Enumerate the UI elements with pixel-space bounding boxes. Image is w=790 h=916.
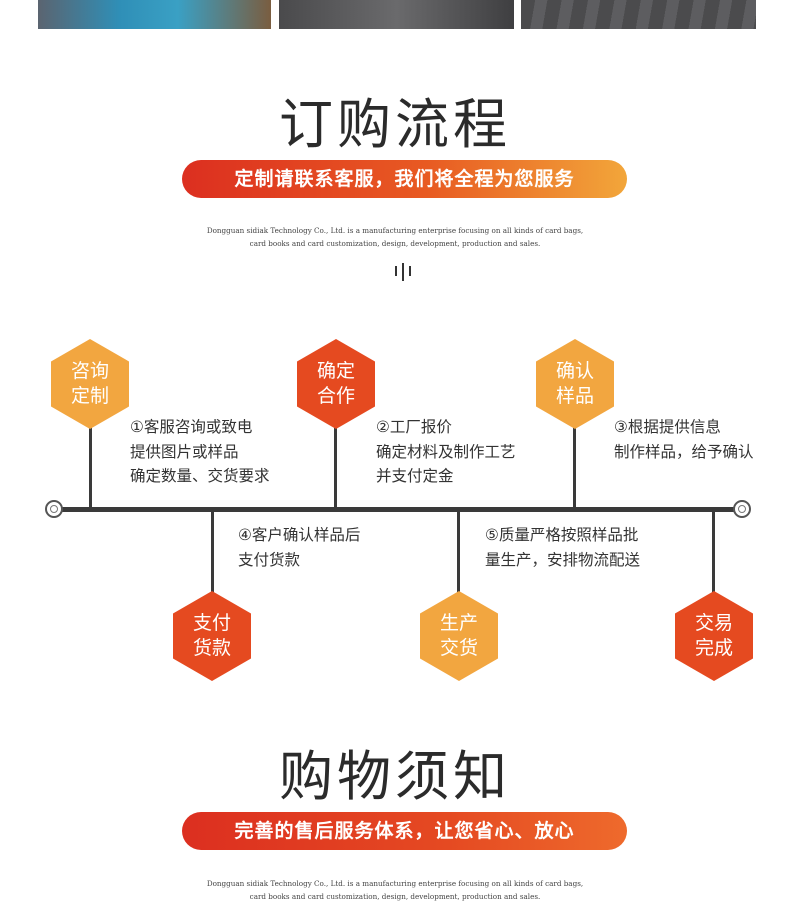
step-4-text: ④客户确认样品后 支付货款 bbox=[238, 523, 360, 572]
step-1-line-1: ①客服咨询或致电 bbox=[130, 418, 253, 436]
timeline-connector-2 bbox=[334, 420, 337, 510]
description-2-line-1: Dongguan sidiak Technology Co., Ltd. is … bbox=[206, 879, 584, 888]
step-1-line-3: 确定数量、交货要求 bbox=[130, 467, 270, 485]
description-line-2: card books and card customization, desig… bbox=[249, 239, 541, 248]
step-1-line-2: 提供图片或样品 bbox=[130, 442, 239, 461]
step-5-line-1: ⑤质量严格按照样品批 bbox=[485, 526, 639, 544]
timeline-end-circle-icon bbox=[733, 500, 751, 518]
shopping-notice-banner: 完善的售后服务体系，让您省心、放心 bbox=[182, 812, 627, 850]
step-4-line-2: 支付货款 bbox=[238, 550, 301, 569]
step-5-line-2: 量生产，安排物流配送 bbox=[485, 550, 641, 569]
step-hex-confirm-cooperation: 确定合作 bbox=[297, 339, 375, 429]
step-hex-confirm-sample-label: 确认样品 bbox=[555, 360, 594, 407]
divider-mark-icon bbox=[391, 263, 415, 281]
description-line-1: Dongguan sidiak Technology Co., Ltd. is … bbox=[206, 226, 584, 235]
step-hex-consult-label: 咨询定制 bbox=[70, 360, 109, 407]
step-3-text: ③根据提供信息 制作样品，给予确认 bbox=[614, 415, 754, 464]
step-hex-confirm-sample: 确认样品 bbox=[536, 339, 614, 429]
step-2-text: ②工厂报价 确定材料及制作工艺 并支付定金 bbox=[376, 415, 516, 489]
description-2-line-2: card books and card customization, desig… bbox=[249, 892, 541, 901]
shopping-notice-title: 购物须知 bbox=[279, 745, 511, 808]
factory-photo-machine bbox=[38, 0, 271, 29]
order-process-banner: 定制请联系客服，我们将全程为您服务 bbox=[182, 160, 627, 198]
timeline-connector-6 bbox=[712, 510, 715, 595]
step-hex-confirm-cooperation-label: 确定合作 bbox=[316, 360, 355, 407]
order-process-title: 订购流程 bbox=[279, 93, 511, 156]
timeline-connector-5 bbox=[457, 510, 460, 595]
step-3-line-2: 制作样品，给予确认 bbox=[614, 442, 754, 461]
step-hex-payment-label: 支付货款 bbox=[192, 612, 231, 659]
timeline-connector-4 bbox=[211, 510, 214, 595]
product-photo-material bbox=[279, 0, 514, 29]
step-hex-complete: 交易完成 bbox=[675, 591, 753, 681]
company-description: Dongguan sidiak Technology Co., Ltd. is … bbox=[0, 224, 790, 250]
company-description-2: Dongguan sidiak Technology Co., Ltd. is … bbox=[0, 877, 790, 903]
timeline-connector-3 bbox=[573, 420, 576, 510]
step-2-line-1: ②工厂报价 bbox=[376, 418, 452, 436]
step-hex-consult: 咨询定制 bbox=[51, 339, 129, 429]
timeline-connector-1 bbox=[89, 420, 92, 510]
timeline-axis bbox=[54, 507, 742, 512]
step-hex-production: 生产交货 bbox=[420, 591, 498, 681]
step-3-line-1: ③根据提供信息 bbox=[614, 418, 721, 436]
timeline-start-circle-icon bbox=[45, 500, 63, 518]
step-2-line-3: 并支付定金 bbox=[376, 467, 454, 485]
step-hex-payment: 支付货款 bbox=[173, 591, 251, 681]
step-hex-production-label: 生产交货 bbox=[439, 612, 478, 659]
step-1-text: ①客服咨询或致电 提供图片或样品 确定数量、交货要求 bbox=[130, 415, 270, 489]
step-hex-complete-label: 交易完成 bbox=[694, 612, 733, 659]
product-photo-stack bbox=[521, 0, 756, 29]
step-4-line-1: ④客户确认样品后 bbox=[238, 526, 361, 544]
step-2-line-2: 确定材料及制作工艺 bbox=[376, 442, 516, 461]
step-5-text: ⑤质量严格按照样品批 量生产，安排物流配送 bbox=[485, 523, 640, 572]
